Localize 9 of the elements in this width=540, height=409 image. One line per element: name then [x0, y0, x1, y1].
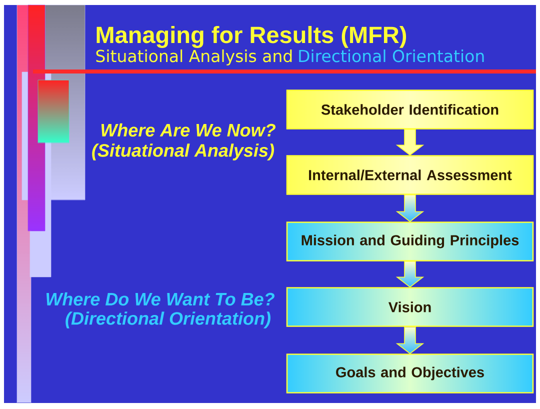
- question-text: Where Are We Now?: [101, 123, 276, 137]
- arrow: [396, 129, 424, 156]
- subtitle: Directional Orientation: [299, 49, 484, 62]
- process-box: Stakeholder Identification: [286, 90, 534, 130]
- question-text: Where Do We Want To Be?: [46, 292, 274, 306]
- phase-label: (Situational Analysis): [92, 144, 274, 160]
- title: Managing for Results (MFR): [96, 26, 406, 48]
- phase-label: (Directional Orientation): [66, 312, 270, 328]
- subtitle: Situational Analysis and: [96, 49, 292, 66]
